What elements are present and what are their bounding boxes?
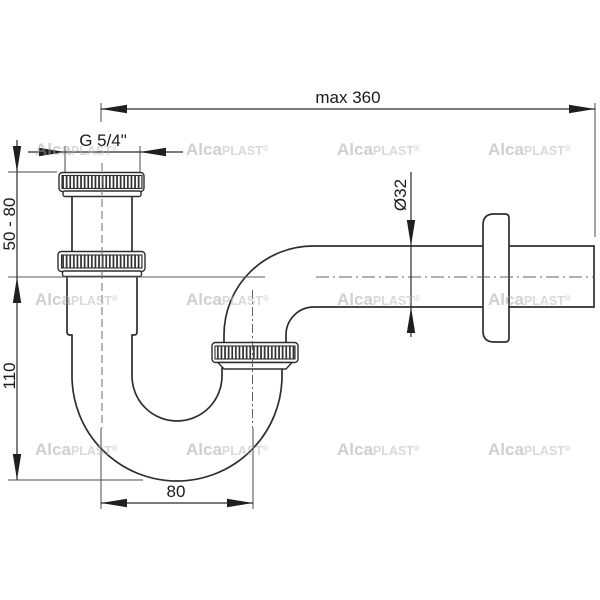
elbow-nut	[211, 341, 299, 370]
top-nut	[58, 171, 145, 198]
watermark-layer: AlcaPLAST® AlcaPLAST® AlcaPLAST® AlcaPLAST®…	[35, 140, 571, 459]
dim-label-trap-width: 80	[167, 482, 186, 501]
arrowhead-up	[406, 307, 416, 333]
dimension-max-360: max 360	[100, 88, 596, 237]
dim-label-trap-depth: 110	[0, 362, 19, 389]
arrowhead-left	[39, 147, 65, 157]
dimension-trap-width: 80	[100, 428, 254, 509]
arrowhead-left	[101, 498, 127, 508]
arrowhead-right	[569, 104, 595, 114]
dimension-thread: G 5/4"	[28, 131, 183, 172]
inlet-tailpiece	[66, 195, 138, 336]
brand-watermark: AlcaPLAST®	[35, 290, 118, 309]
arrowhead-down	[406, 220, 416, 246]
brand-watermark: AlcaPLAST®	[186, 290, 269, 309]
dimension-inlet-height: 50 - 80	[0, 140, 143, 481]
arrowhead-right	[140, 147, 166, 157]
arrowhead-down	[12, 146, 22, 172]
brand-watermark: AlcaPLAST®	[488, 290, 571, 309]
dimension-pipe-diameter: Ø32	[391, 172, 416, 337]
dim-label-pipe-diameter: Ø32	[391, 179, 410, 211]
brand-watermark: AlcaPLAST®	[337, 440, 420, 459]
arrowhead-right	[227, 498, 253, 508]
wall-flange	[482, 213, 510, 343]
brand-watermark: AlcaPLAST®	[186, 440, 269, 459]
u-bend	[71, 334, 283, 482]
centerlines	[8, 163, 594, 428]
brand-watermark: AlcaPLAST®	[35, 140, 118, 159]
dim-label-max-width: max 360	[315, 88, 380, 107]
brand-watermark: AlcaPLAST®	[337, 140, 420, 159]
brand-watermark: AlcaPLAST®	[35, 440, 118, 459]
dimension-trap-depth: 110	[0, 362, 22, 480]
brand-watermark: AlcaPLAST®	[186, 140, 269, 159]
brand-watermark: AlcaPLAST®	[488, 440, 571, 459]
brand-watermark: AlcaPLAST®	[488, 140, 571, 159]
arrowhead-down	[12, 454, 22, 480]
dim-label-thread: G 5/4"	[79, 131, 127, 150]
dim-label-inlet-height: 50 - 80	[0, 198, 19, 251]
brand-watermark: AlcaPLAST®	[337, 290, 420, 309]
arrowhead-up	[12, 277, 22, 303]
arrowhead-left	[101, 104, 127, 114]
